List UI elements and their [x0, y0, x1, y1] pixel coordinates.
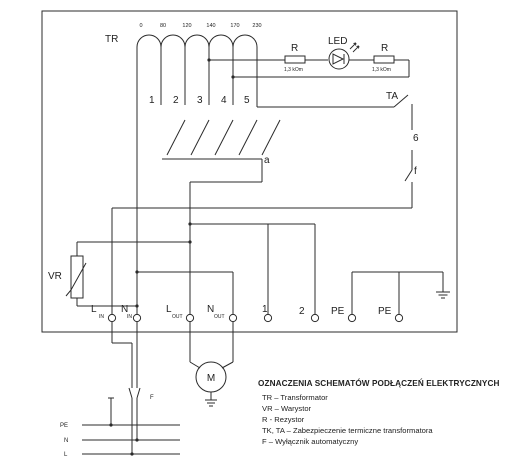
legend-title: OZNACZENIA SCHEMATÓW PODŁĄCZEŃ ELEKTRYCZ… — [258, 377, 500, 388]
motor-icon — [195, 361, 227, 393]
terminal-sublabel-l-in: IN — [99, 314, 104, 320]
motor-wiring — [189, 322, 234, 407]
label-motor: M — [207, 373, 215, 384]
led-emit-icon — [349, 42, 360, 53]
label-thermal-switch: TA — [386, 91, 398, 102]
enclosure-frame — [41, 10, 458, 333]
label-wire-f: f — [414, 166, 417, 177]
terminal-pe-2 — [394, 313, 404, 323]
thermal-switch — [111, 94, 413, 318]
tap-selector-switch — [162, 119, 281, 182]
legend-item: TK, TA – Zabezpieczenie termiczne transf… — [262, 426, 433, 435]
terminal-n-out — [228, 313, 238, 323]
label-transformer: TR — [105, 34, 118, 45]
legend-item: R - Rezystor — [262, 415, 305, 424]
ground-icon — [436, 291, 450, 299]
terminal-l-in — [107, 313, 117, 323]
terminal-sublabel-n-out: OUT — [214, 314, 225, 320]
terminal-label-pe-2: PE — [378, 306, 392, 317]
terminal-sublabel-n-in: IN — [127, 314, 132, 320]
winding-label: 1 — [149, 95, 155, 106]
label-resistor-right-value: 1,3 kOm — [372, 67, 391, 73]
label-resistor-left: R — [291, 43, 298, 54]
supply-label-pe: PE — [60, 423, 68, 429]
tap-label: 140 — [206, 23, 215, 29]
terminal-label-one: 1 — [262, 304, 268, 315]
label-varistor: VR — [48, 271, 62, 282]
legend-item: F – Wyłącznik automatyczny — [262, 437, 358, 446]
label-resistor-right: R — [381, 43, 388, 54]
label-switch-f: F — [150, 395, 154, 401]
transformer-windings — [136, 34, 258, 155]
terminal-one — [263, 313, 273, 323]
legend: OZNACZENIA SCHEMATÓW PODŁĄCZEŃ ELEKTRYCZ… — [258, 377, 500, 446]
terminal-label-two: 2 — [299, 306, 305, 317]
winding-label: 4 — [221, 95, 227, 106]
tap-label: 0 — [139, 23, 142, 29]
tap-label: 80 — [160, 23, 166, 29]
terminal-label-l-in: L — [91, 304, 97, 315]
terminal-two — [310, 313, 320, 323]
terminal-label-n-out: N — [207, 304, 214, 315]
terminal-pe-1 — [347, 313, 357, 323]
winding-label: 5 — [244, 95, 250, 106]
label-resistor-left-value: 1,3 kOm — [284, 67, 303, 73]
tap-label: 120 — [182, 23, 191, 29]
winding-label: 3 — [197, 95, 203, 106]
led-circuit — [207, 48, 410, 79]
winding-label: 2 — [173, 95, 179, 106]
terminal-sublabel-l-out: OUT — [172, 314, 183, 320]
label-wire-six: 6 — [413, 133, 419, 144]
label-led: LED — [328, 36, 347, 47]
tap-label: 230 — [252, 23, 261, 29]
terminal-label-n-in: N — [121, 304, 128, 315]
legend-item: VR – Warystor — [262, 404, 312, 413]
supply-label-l: L — [64, 452, 68, 458]
internal-wiring — [76, 155, 444, 318]
label-selector-point: a — [264, 155, 270, 166]
terminal-label-pe-1: PE — [331, 306, 345, 317]
terminal-label-l-out: L — [166, 304, 172, 315]
varistor-icon — [65, 255, 87, 299]
terminal-l-out — [185, 313, 195, 323]
supply-label-n: N — [64, 438, 68, 444]
tap-label: 170 — [230, 23, 239, 29]
terminal-n-in — [132, 313, 142, 323]
legend-item: TR – Transformator — [262, 393, 328, 402]
supply-wiring — [82, 322, 180, 456]
